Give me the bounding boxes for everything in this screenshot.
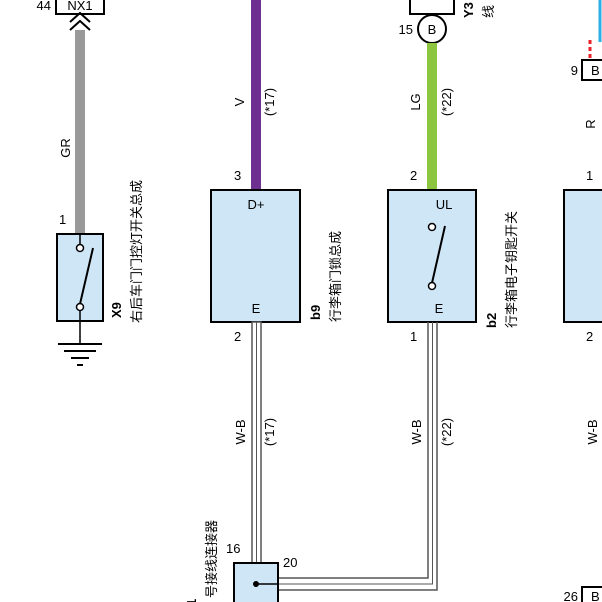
v-wire-note: (*17) [262,88,277,116]
b2-top-pin: 2 [410,168,417,183]
right-connector-box[interactable] [581,59,602,81]
y3-connector-letter: B [428,22,437,37]
ground-symbol-icon [58,343,102,366]
red-wire-label: R [583,119,598,128]
b9-ground-wire-label: W-B [233,419,248,444]
b9-bottom-pin: 2 [234,329,241,344]
bottom-right-connector-letter: B [591,589,600,602]
junction-pin-left: 16 [226,541,240,556]
b9-trunk-lock[interactable] [210,189,301,323]
b2-ground-wire[interactable] [278,322,438,591]
b9-top-pin: 3 [234,168,241,183]
x9-door-switch[interactable] [56,233,104,322]
b2-trunk-key-switch[interactable] [387,189,477,323]
junction-name: 号接线连接器 [204,520,220,598]
b9-terminal-top: D+ [248,197,265,212]
right-component[interactable] [563,189,602,323]
right-component-bottom-pin: 2 [586,329,593,344]
bottom-right-connector-pin: 26 [564,589,578,602]
b2-ground-wire-note: (*22) [439,418,454,446]
nx1-connector-label: NX1 [67,0,92,13]
lg-wire-label: LG [408,93,423,110]
y3-code-partial: Y3 [461,2,476,18]
x9-name: 右后车门门控灯开关总成 [129,180,145,323]
lg-wire-note: (*22) [439,88,454,116]
b2-name: 行李箱电子钥匙开关 [504,211,520,328]
b2-ground-wire-label: W-B [409,419,424,444]
b2-code: b2 [484,313,499,328]
gr-wire-label: GR [58,138,73,158]
junction-pin-right: 20 [283,555,297,570]
right-component-top-pin: 1 [586,168,593,183]
x9-pin-number: 1 [59,212,66,227]
b9-ground-wire[interactable] [251,321,262,599]
nx1-pin-number: 44 [37,0,51,13]
y3-connector-box [409,0,455,15]
b9-ground-wire-note: (*17) [262,418,277,446]
right-ground-wire-label: W-B [585,419,600,444]
nx1-chevron-icon [69,11,91,31]
right-connector-pin: 9 [571,63,578,78]
b2-terminal-top: UL [436,197,453,212]
junction-code-partial: 1 [184,599,199,602]
b9-code: b9 [308,305,323,320]
v-wire-label: V [232,97,247,106]
b2-bottom-pin: 1 [410,329,417,344]
b2-terminal-bottom: E [435,301,444,316]
y3-pin-number: 15 [399,22,413,37]
right-connector-letter: B [591,63,600,78]
b9-name: 行李箱门锁总成 [328,231,344,322]
x9-code: X9 [109,302,124,318]
y3-text-partial: 线 [482,5,497,18]
b9-terminal-bottom: E [252,301,261,316]
bottom-right-connector-box[interactable] [581,586,602,602]
